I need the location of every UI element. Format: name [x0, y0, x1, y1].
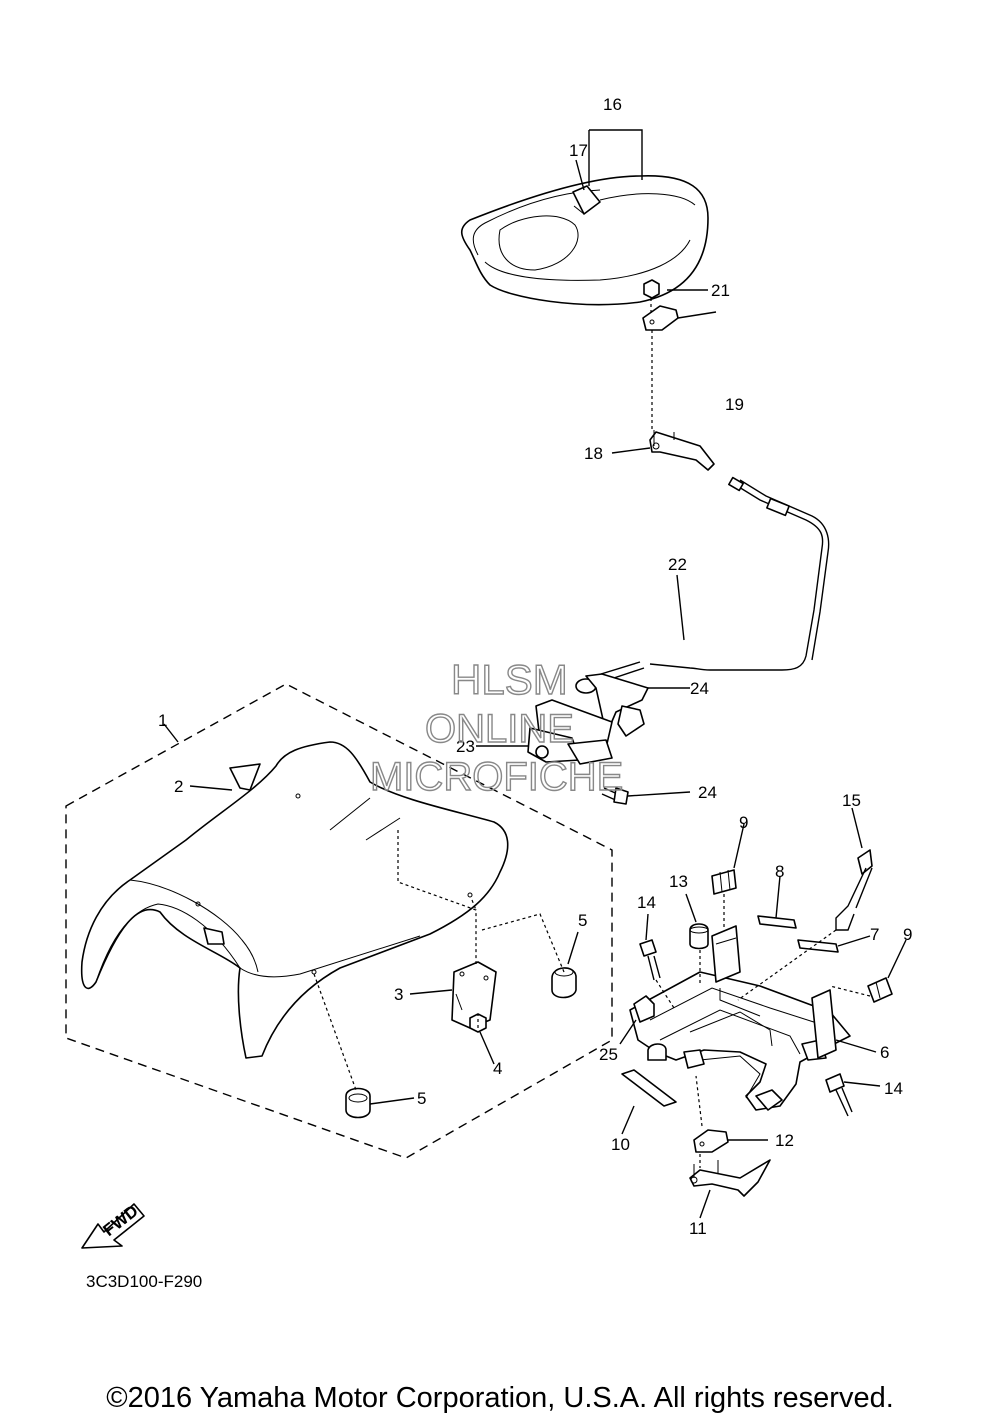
forward-direction-arrow: FWD: [81, 1201, 145, 1249]
callout-9a: 9: [739, 813, 748, 832]
watermark-line-1: HLSM: [451, 656, 568, 703]
callout-14b: 14: [884, 1079, 903, 1098]
callout-8: 8: [775, 862, 784, 881]
seat-bracket-assembly: [619, 807, 907, 1219]
seat-lock-assembly: [476, 673, 691, 805]
diagram-code: 3C3D100-F290: [86, 1272, 203, 1291]
callout-4: 4: [493, 1059, 502, 1078]
callout-21: 22: [668, 555, 687, 574]
watermark-line-3: MICROFICHE: [370, 755, 623, 799]
callout-2: 2: [174, 777, 183, 796]
rear-seat-hook-group: [611, 279, 717, 471]
callout-1: 1: [158, 711, 167, 730]
callout-19: 19: [725, 395, 744, 414]
callout-11: 11: [689, 1219, 707, 1238]
callout-9b: 9: [903, 925, 912, 944]
callout-17: 17: [569, 141, 588, 160]
callout-10: 10: [611, 1135, 630, 1154]
callout-24: 24: [698, 783, 717, 802]
seat-lock-cable: [575, 476, 830, 694]
callout-20: 21: [711, 281, 730, 300]
callout-labels: 16 17 21 19 18 22 24 1 23 24 2 15 9 8 13…: [158, 95, 912, 1238]
front-seat-group: [65, 683, 613, 1159]
callout-23: 24: [690, 679, 709, 698]
watermark: HLSM ONLINE MICROFICHE: [369, 655, 624, 799]
callout-6: 6: [880, 1043, 889, 1062]
callout-5b: 5: [417, 1089, 426, 1108]
rear-seat-assembly: [460, 129, 709, 306]
watermark-line-2: ONLINE: [425, 707, 574, 751]
callout-5a: 5: [578, 911, 587, 930]
callout-3: 3: [394, 985, 403, 1004]
callout-16: 16: [603, 95, 622, 114]
callout-13: 13: [669, 872, 688, 891]
callout-12: 12: [775, 1131, 794, 1150]
callout-18: 18: [584, 444, 603, 463]
callout-7: 7: [870, 925, 879, 944]
callout-22: 23: [456, 737, 475, 756]
callout-25: 25: [599, 1045, 618, 1064]
callout-14a: 14: [637, 893, 656, 912]
copyright-notice: ©2016 Yamaha Motor Corporation, U.S.A. A…: [106, 1382, 894, 1414]
callout-15: 15: [842, 791, 861, 810]
